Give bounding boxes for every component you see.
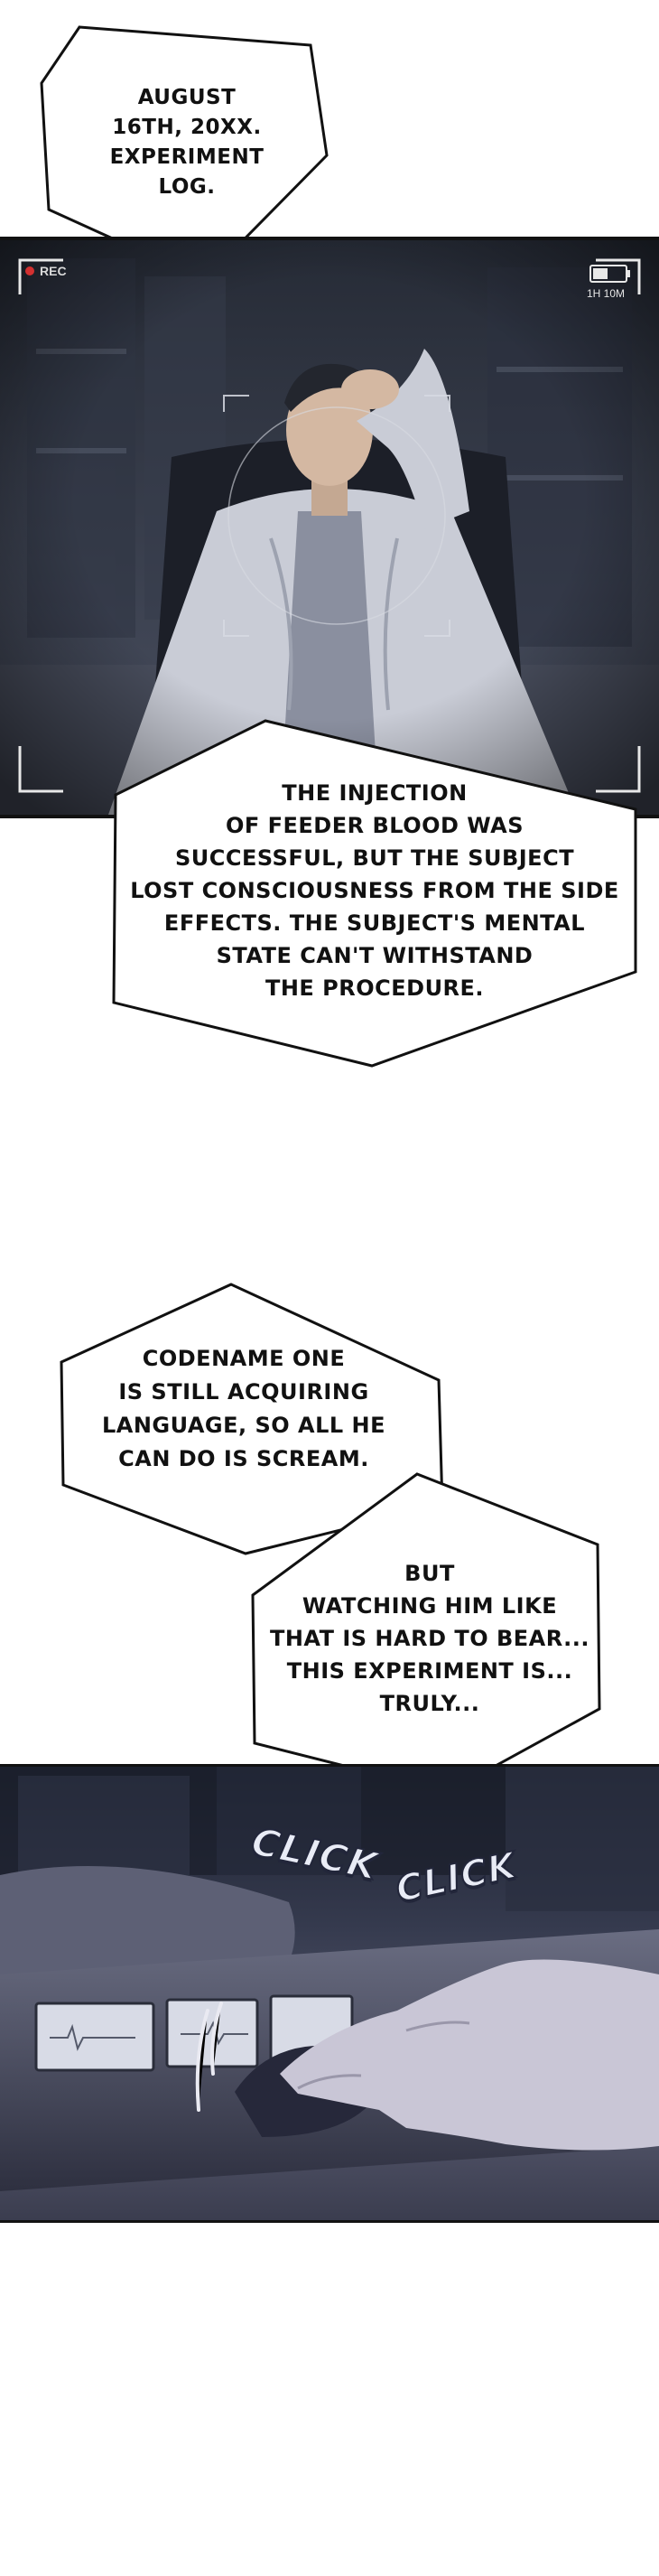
caption-line: CAN DO IS SCREAM.	[118, 1446, 369, 1471]
caption-line: OF FEEDER BLOOD WAS	[225, 813, 524, 838]
caption-watching-text: BUT WATCHING HIM LIKE THAT IS HARD TO BE…	[249, 1557, 610, 1720]
caption-line: WATCHING HIM LIKE	[302, 1593, 558, 1619]
caption-codename-text: CODENAME ONE IS STILL ACQUIRING LANGUAGE…	[90, 1342, 397, 1476]
battery-icon	[589, 265, 630, 283]
rec-label: REC	[40, 264, 67, 278]
caption-line: AUGUST	[137, 86, 237, 109]
rec-dot-icon	[25, 266, 34, 275]
caption-codename: CODENAME ONE IS STILL ACQUIRING LANGUAGE…	[54, 1281, 451, 1561]
caption-line: BUT	[404, 1561, 455, 1586]
hand	[280, 1959, 659, 2151]
focus-reticle	[223, 395, 450, 637]
caption-date: AUGUST 16TH, 20XX. EXPERIMENT LOG.	[40, 20, 334, 287]
caption-line: THE PROCEDURE.	[265, 975, 485, 1001]
frame-corners	[18, 258, 641, 793]
caption-line: TRULY...	[379, 1691, 480, 1716]
caption-watching-shape	[251, 1472, 601, 1794]
caption-line: CODENAME ONE	[142, 1346, 346, 1371]
caption-line: EXPERIMENT	[109, 145, 265, 169]
console-scene	[0, 1767, 659, 2191]
caption-injection-text: THE INJECTION OF FEEDER BLOOD WAS SUCCES…	[108, 777, 641, 1004]
motion-lines	[195, 2002, 223, 2112]
caption-line: STATE CAN'T WITHSTAND	[216, 943, 534, 968]
caption-line: 16TH, 20XX.	[112, 116, 262, 139]
caption-date-text: AUGUST 16TH, 20XX. EXPERIMENT LOG.	[40, 83, 334, 202]
caption-watching: BUT WATCHING HIM LIKE THAT IS HARD TO BE…	[249, 1470, 610, 1797]
camera-scene	[0, 240, 659, 815]
panel-console: CLICK CLICK	[0, 1764, 659, 2223]
caption-injection-shape	[112, 719, 637, 1068]
caption-line: LOST CONSCIOUSNESS FROM THE SIDE	[130, 878, 619, 903]
caption-line: THIS EXPERIMENT IS...	[286, 1658, 573, 1684]
caption-line: EFFECTS. THE SUBJECT'S MENTAL	[163, 910, 586, 936]
caption-line: IS STILL ACQUIRING	[118, 1379, 369, 1405]
caption-injection: THE INJECTION OF FEEDER BLOOD WAS SUCCES…	[108, 712, 641, 1077]
recording-duration: 1H 10M	[587, 287, 626, 300]
panel-camera-feed: REC 1H 10M	[0, 237, 659, 818]
caption-line: LOG.	[158, 175, 216, 199]
caption-line: SUCCESSFUL, BUT THE SUBJECT	[174, 845, 575, 871]
caption-line: THE INJECTION	[282, 780, 468, 806]
caption-line: THAT IS HARD TO BEAR...	[269, 1626, 590, 1651]
rec-indicator: REC	[25, 264, 67, 278]
caption-line: LANGUAGE, SO ALL HE	[101, 1413, 386, 1438]
